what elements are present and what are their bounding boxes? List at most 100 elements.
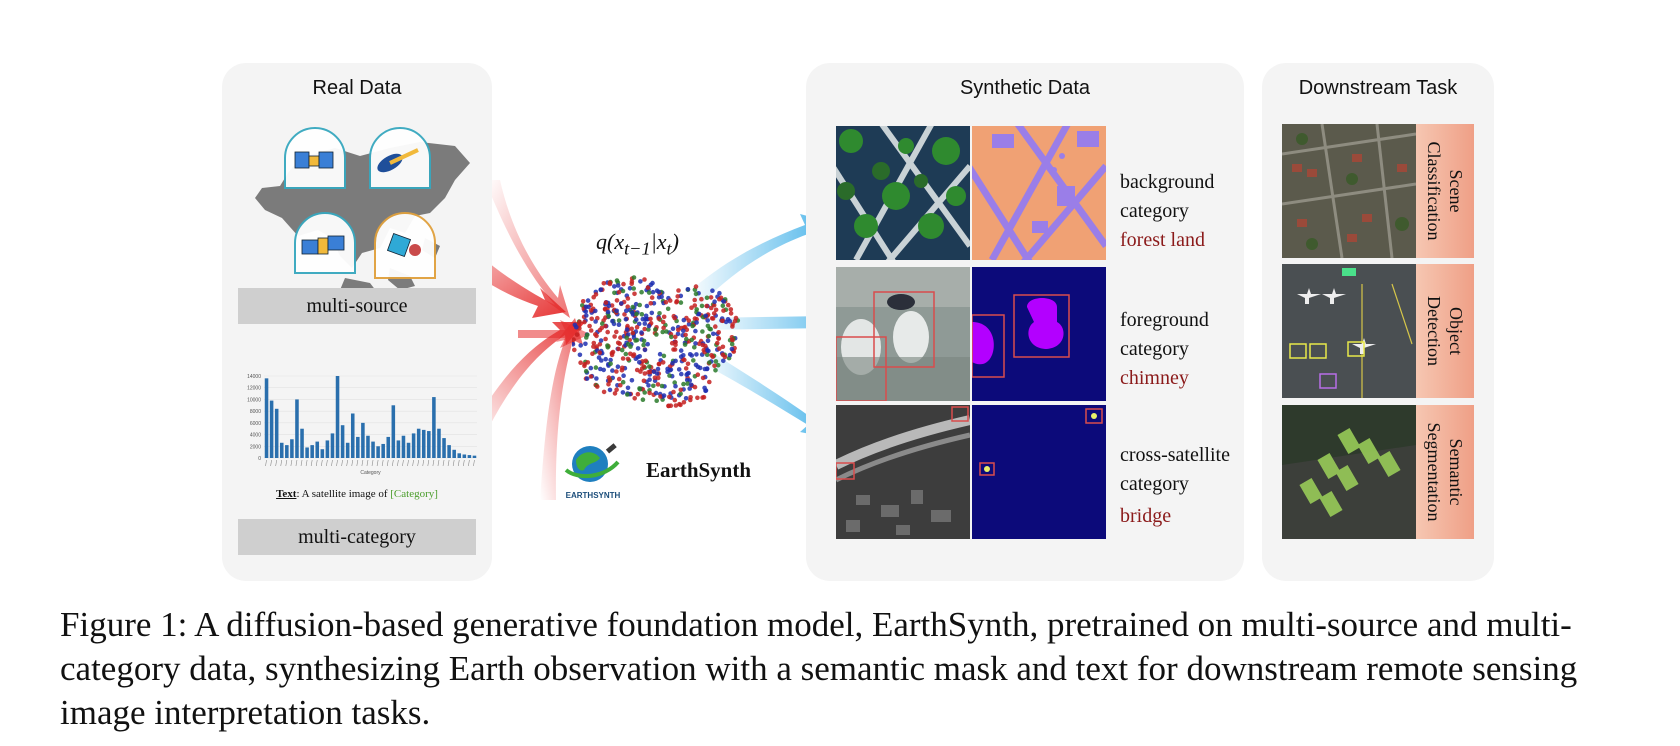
semantic-segmentation-image (1282, 405, 1416, 539)
scatter-point (623, 351, 629, 357)
scatter-point (685, 381, 690, 386)
scatter-point (584, 376, 590, 381)
x-tick-mark (463, 459, 465, 467)
x-tick-mark (361, 459, 364, 467)
scatter-point (667, 394, 672, 400)
scatter-point (692, 297, 697, 303)
scatter-point (574, 325, 579, 330)
scatter-point (704, 366, 710, 372)
scatter-point (648, 301, 654, 306)
scatter-point (585, 360, 591, 365)
scatter-point (720, 344, 726, 350)
bar (290, 439, 294, 458)
scatter-point (704, 295, 710, 301)
bar (396, 440, 401, 458)
scatter-point (665, 306, 671, 312)
x-tick-mark (285, 459, 288, 467)
scatter-point (705, 338, 711, 344)
scatter-point (603, 323, 608, 329)
chimney-image (836, 267, 970, 401)
scatter-point (616, 322, 622, 327)
scatter-point (708, 305, 714, 311)
scatter-point (626, 341, 631, 347)
x-tick-mark (315, 459, 318, 467)
scatter-point (641, 338, 647, 344)
scatter-point (625, 296, 631, 301)
scatter-point (656, 361, 662, 367)
scatter-point (717, 346, 722, 351)
x-tick-mark (381, 459, 384, 467)
scatter-point (625, 385, 631, 391)
scatter-point (705, 318, 710, 323)
text-prompt-category: [Category] (390, 488, 438, 500)
scatter-point (646, 290, 652, 295)
scatter-point (587, 323, 592, 329)
scatter-point (647, 390, 652, 396)
x-tick-mark (275, 459, 277, 467)
scatter-point (681, 381, 686, 387)
bar (432, 397, 436, 458)
scatter-point (572, 347, 577, 353)
x-tick-mark (442, 459, 445, 467)
x-tick-mark (386, 459, 389, 467)
scatter-point (585, 298, 591, 303)
scatter-point (686, 318, 692, 323)
satellite-icon (374, 212, 436, 279)
bar (305, 447, 309, 458)
row-3-category: bridge (1120, 505, 1172, 527)
scatter-point (643, 358, 648, 364)
bar (335, 376, 340, 458)
scatter-point (656, 375, 661, 381)
scatter-point (707, 326, 712, 332)
scatter-point (713, 368, 718, 373)
scatter-point (654, 398, 659, 403)
row-2-line-1: foreground (1120, 309, 1209, 331)
scatter-point (663, 299, 669, 305)
scatter-point (683, 332, 688, 338)
scene-classification-image (1282, 124, 1416, 258)
scatter-point (689, 305, 694, 310)
scatter-point (616, 346, 621, 352)
x-tick-mark (346, 459, 348, 467)
scatter-point (651, 383, 656, 389)
scatter-point (648, 369, 653, 375)
scatter-point (643, 316, 648, 322)
scatter-point (620, 390, 626, 395)
scatter-point (661, 353, 667, 359)
scatter-point (612, 334, 617, 339)
text-prompt-prefix: Text (276, 488, 297, 500)
bar (279, 442, 284, 458)
scatter-point (642, 371, 648, 376)
scatter-point (605, 329, 610, 335)
row-3-line-2: category (1120, 473, 1189, 495)
bar (427, 431, 431, 458)
scatter-point (681, 328, 686, 334)
scatter-point (713, 324, 718, 329)
y-tick-label: 6000 (250, 421, 261, 427)
x-tick-mark (417, 459, 419, 467)
scatter-point (717, 290, 722, 296)
scatter-point (588, 308, 594, 313)
task-strip-object-detection: Object Detection (1416, 264, 1474, 398)
scatter-point (703, 313, 708, 319)
scatter-point (612, 284, 617, 289)
scatter-point (707, 360, 712, 365)
scatter-point (710, 288, 715, 293)
bar (330, 433, 335, 458)
scatter-point (675, 331, 681, 337)
multi-category-label: multi-category (238, 519, 476, 555)
scatter-point (721, 308, 726, 313)
scatter-point (685, 287, 691, 292)
scatter-point (695, 395, 700, 401)
scatter-point (607, 378, 613, 383)
task-strip-semantic-segmentation: Semantic Segmentation (1416, 405, 1474, 539)
scatter-point (678, 348, 684, 353)
scatter-point (606, 382, 611, 387)
scatter-point (641, 378, 647, 384)
scatter-point (638, 279, 643, 284)
scatter-point (690, 323, 695, 329)
x-tick-mark (457, 459, 460, 467)
scatter-point (711, 331, 716, 337)
scatter-point (664, 329, 669, 334)
